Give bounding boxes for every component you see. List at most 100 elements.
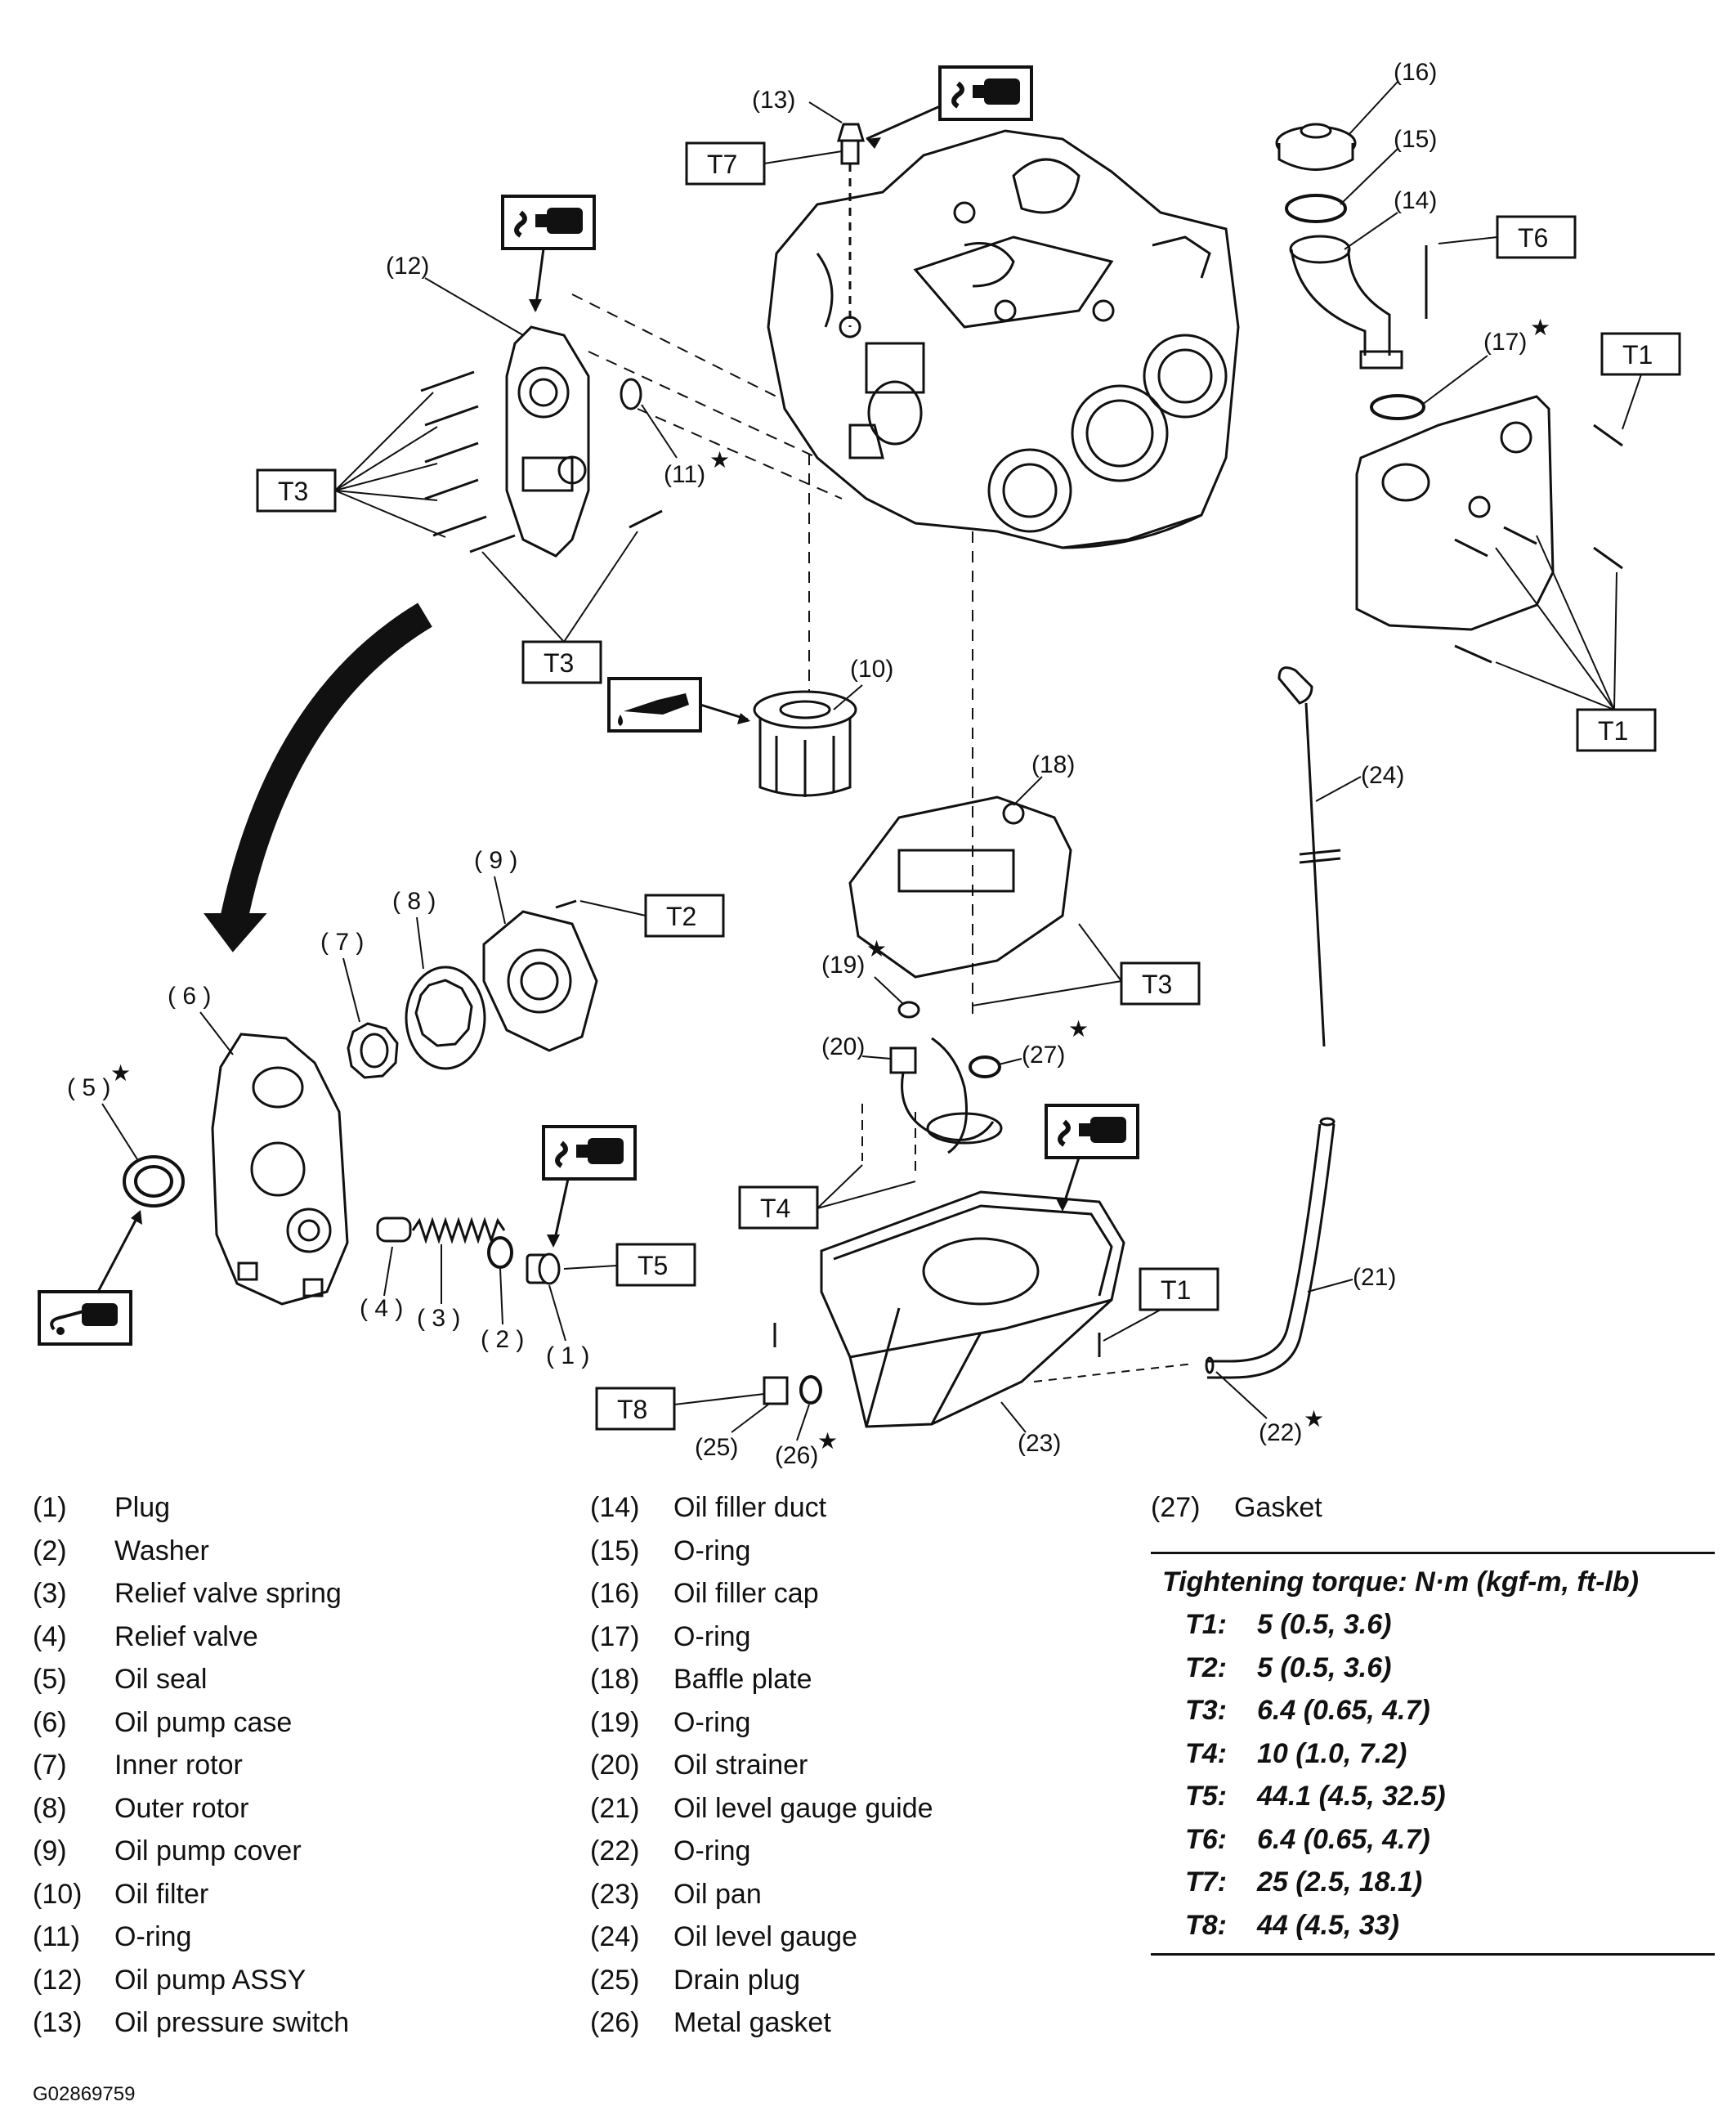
callout-1: ( 1 ) bbox=[546, 1342, 589, 1369]
callout-5: ( 5 ) bbox=[67, 1074, 110, 1101]
legend-item-name: Oil pan bbox=[673, 1878, 762, 1910]
o-ring-11 bbox=[620, 378, 642, 410]
legend-item-number: (19) bbox=[590, 1706, 640, 1738]
torque-value: 6.4 (0.65, 4.7) bbox=[1257, 1695, 1430, 1726]
torque-tag-t5 bbox=[615, 1243, 696, 1287]
legend-item-number: (15) bbox=[590, 1535, 640, 1566]
oil-level-gauge-guide bbox=[1206, 1117, 1336, 1379]
torque-value: 44 (4.5, 33) bbox=[1257, 1909, 1399, 1941]
torque-tag-t3-label: T3 bbox=[278, 477, 308, 506]
torque-code: T4: bbox=[1185, 1737, 1227, 1769]
star-mark: ★ bbox=[866, 936, 887, 961]
torque-code: T7: bbox=[1185, 1866, 1227, 1898]
o-ring-15 bbox=[1285, 194, 1347, 223]
torque-tag-t2 bbox=[644, 894, 725, 938]
callout-13: (13) bbox=[752, 87, 795, 114]
torque-row: T7: 25 (2.5, 18.1) bbox=[1151, 1861, 1715, 1904]
callout-2: ( 2 ) bbox=[481, 1326, 524, 1353]
callout-14: (14) bbox=[1394, 187, 1437, 214]
callout-3: ( 3 ) bbox=[417, 1305, 460, 1332]
torque-tag-t6-label: T6 bbox=[1518, 223, 1548, 253]
oil-filler-duct bbox=[1289, 235, 1403, 370]
legend-item-number: (4) bbox=[33, 1620, 67, 1652]
plug bbox=[526, 1252, 561, 1285]
torque-value: 25 (2.5, 18.1) bbox=[1257, 1866, 1423, 1898]
torque-code: T5: bbox=[1185, 1781, 1227, 1812]
legend-item-name: Oil pump case bbox=[114, 1706, 293, 1738]
legend-item-name: Oil filter bbox=[114, 1878, 209, 1910]
torque-tag-t1 bbox=[1576, 708, 1657, 752]
torque-tag-t8 bbox=[595, 1387, 676, 1431]
legend-item-name: Relief valve spring bbox=[114, 1578, 342, 1609]
torque-tag-t1 bbox=[1139, 1267, 1219, 1311]
legend-item-name: Relief valve bbox=[114, 1620, 258, 1652]
baffle-plate bbox=[848, 795, 1072, 979]
star-mark: ★ bbox=[1304, 1406, 1324, 1432]
legend-item-name: Oil filler duct bbox=[673, 1492, 827, 1523]
legend-item-number: (27) bbox=[1151, 1492, 1201, 1523]
legend-item-number: (1) bbox=[33, 1492, 67, 1523]
oil-strainer bbox=[889, 1037, 1003, 1154]
torque-tag-t3-label: T3 bbox=[1142, 970, 1172, 999]
legend-item-name: Oil level gauge bbox=[673, 1921, 857, 1952]
callout-17: (17) bbox=[1483, 329, 1527, 356]
legend-item-name: Oil pressure switch bbox=[114, 2007, 350, 2038]
legend-item-number: (10) bbox=[33, 1878, 83, 1910]
legend-item-number: (8) bbox=[33, 1792, 67, 1824]
legend-item-number: (6) bbox=[33, 1706, 67, 1738]
torque-table-title: Tightening torque: N·m (kgf-m, ft-lb) bbox=[1162, 1566, 1639, 1597]
legend-item-name: Drain plug bbox=[673, 1964, 800, 1996]
legend-item-number: (26) bbox=[590, 2007, 640, 2038]
legend-item-name: Oil seal bbox=[114, 1664, 208, 1695]
legend-item-number: (20) bbox=[590, 1750, 640, 1781]
legend-item-name: Plug bbox=[114, 1492, 171, 1523]
callout-19: (19) bbox=[821, 952, 865, 979]
legend-item-name: Oil level gauge guide bbox=[673, 1792, 933, 1824]
callout-16: (16) bbox=[1394, 59, 1437, 86]
legend-item-number: (2) bbox=[33, 1535, 67, 1566]
torque-row: T4:10 (1.0, 7.2) bbox=[1151, 1732, 1715, 1776]
torque-row: T6: 6.4 (0.65, 4.7) bbox=[1151, 1818, 1715, 1862]
torque-value: 6.4 (0.65, 4.7) bbox=[1257, 1823, 1430, 1855]
cover-screw bbox=[555, 899, 577, 909]
callout-18: (18) bbox=[1031, 751, 1075, 778]
legend-item-name: Outer rotor bbox=[114, 1792, 249, 1824]
torque-code: T6: bbox=[1185, 1823, 1227, 1855]
torque-tag-t7 bbox=[685, 141, 766, 186]
pump-bolts bbox=[420, 370, 663, 553]
callout-23: (23) bbox=[1018, 1430, 1061, 1457]
legend-item-number: (18) bbox=[590, 1664, 640, 1695]
oil-level-gauge bbox=[1277, 666, 1341, 1047]
drain-plug bbox=[763, 1376, 789, 1405]
cover-bolts bbox=[1454, 423, 1623, 664]
legend-item-number: (12) bbox=[33, 1964, 83, 1996]
metal-gasket bbox=[799, 1375, 822, 1405]
torque-row: T3: 6.4 (0.65, 4.7) bbox=[1151, 1689, 1715, 1732]
torque-tag-t1-label: T1 bbox=[1622, 340, 1653, 370]
cover-plate bbox=[1355, 395, 1555, 631]
oil-pump-cover bbox=[482, 910, 598, 1052]
callout-24: (24) bbox=[1361, 762, 1404, 789]
oil-pan bbox=[820, 1190, 1125, 1428]
torque-row: T1:5 (0.5, 3.6) bbox=[1151, 1603, 1715, 1647]
legend-item-name: O-ring bbox=[673, 1835, 751, 1866]
legend-item-name: O-ring bbox=[114, 1921, 192, 1952]
star-mark: ★ bbox=[709, 447, 730, 473]
torque-table: Tightening torque: N·m (kgf-m, ft-lb) T1… bbox=[1151, 1552, 1715, 1956]
o-ring-17 bbox=[1370, 394, 1425, 420]
inner-rotor bbox=[347, 1022, 399, 1079]
legend-item-name: Oil strainer bbox=[673, 1750, 808, 1781]
legend-item-number: (22) bbox=[590, 1835, 640, 1866]
legend-item-name: Oil pump cover bbox=[114, 1835, 302, 1866]
legend-item-number: (13) bbox=[33, 2007, 83, 2038]
oil-filter bbox=[753, 690, 857, 797]
legend-item-number: (16) bbox=[590, 1578, 640, 1609]
torque-code: T3: bbox=[1185, 1695, 1227, 1726]
legend-item-number: (9) bbox=[33, 1835, 67, 1866]
gasket-27 bbox=[969, 1055, 1001, 1078]
torque-tag-t1-label: T1 bbox=[1598, 716, 1628, 746]
engine-block bbox=[767, 129, 1240, 549]
callout-7: ( 7 ) bbox=[320, 929, 364, 956]
legend-item-number: (17) bbox=[590, 1620, 640, 1652]
torque-tag-t2-label: T2 bbox=[666, 902, 696, 931]
